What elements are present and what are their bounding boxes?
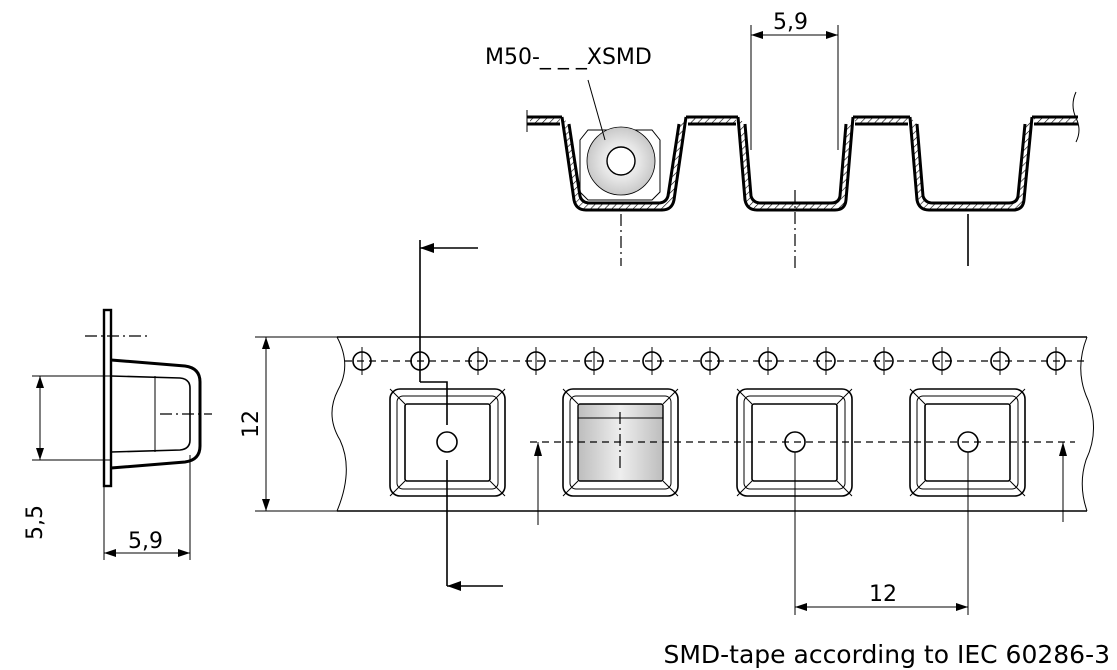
smd-part-in-pocket	[579, 126, 661, 201]
tape-cross-section: 5,9 M50-_ _ _XSMD	[485, 10, 1080, 268]
sprocket-holes	[352, 347, 1066, 375]
drawing-caption: SMD-tape according to IEC 60286-3	[663, 640, 1110, 669]
dim-tape-width: 12	[239, 410, 264, 438]
dim-pitch-bottom: 12	[869, 582, 897, 607]
part-side-view: 5,5 5,9	[23, 308, 212, 560]
tape-top-view: 12 12	[239, 240, 1094, 615]
dim-pocket-pitch-top: 5,9	[773, 10, 808, 35]
section-cut-line	[419, 240, 503, 591]
dim-side-height: 5,5	[23, 505, 48, 540]
part-number-label: M50-_ _ _XSMD	[485, 45, 652, 70]
dim-side-width: 5,9	[128, 529, 163, 554]
